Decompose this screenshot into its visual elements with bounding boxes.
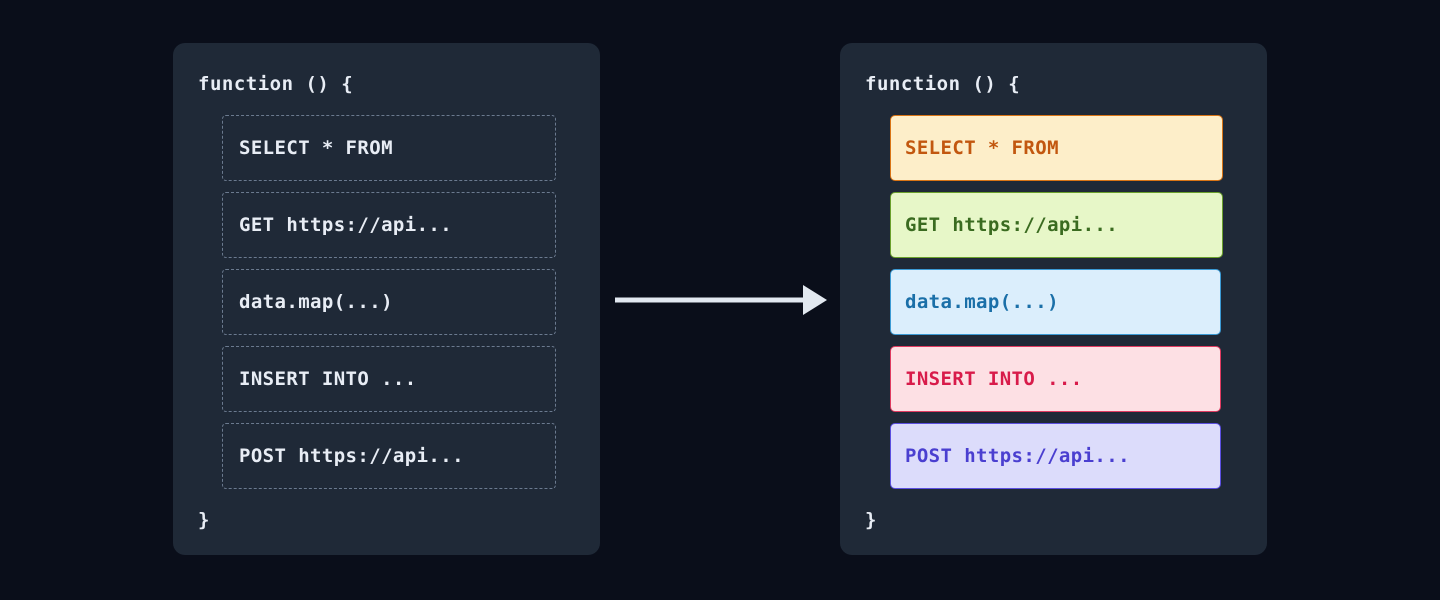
arrow-right-icon [613, 281, 829, 319]
code-line-plain[interactable]: data.map(...) [222, 269, 556, 335]
code-line-text: data.map(...) [239, 291, 393, 313]
code-line-highlighted-http-get[interactable]: GET https://api... [890, 192, 1223, 258]
code-line-text: GET https://api... [239, 214, 453, 236]
code-line-highlighted-http-post[interactable]: POST https://api... [890, 423, 1221, 489]
code-line-text: SELECT * FROM [905, 137, 1059, 159]
code-line-text: INSERT INTO ... [905, 368, 1083, 390]
function-open-line: function () { [865, 73, 1021, 95]
code-line-plain[interactable]: GET https://api... [222, 192, 556, 258]
function-open-line: function () { [198, 73, 354, 95]
code-line-highlighted-sql-select[interactable]: SELECT * FROM [890, 115, 1223, 181]
code-line-text: data.map(...) [905, 291, 1059, 313]
after-code-line-list: SELECT * FROM GET https://api... data.map(… [890, 115, 1223, 500]
function-close-line: } [198, 509, 210, 531]
before-code-line-list: SELECT * FROM GET https://api... data.map(… [222, 115, 556, 500]
function-close-line: } [865, 509, 877, 531]
code-line-text: SELECT * FROM [239, 137, 393, 159]
code-line-text: GET https://api... [905, 214, 1119, 236]
arrow-right-svg [615, 285, 827, 315]
before-panel: function () { SELECT * FROM GET https://a… [173, 43, 600, 555]
code-line-highlighted-sql-insert[interactable]: INSERT INTO ... [890, 346, 1221, 412]
after-panel: function () { SELECT * FROM GET https://a… [840, 43, 1267, 555]
code-line-text: POST https://api... [239, 445, 464, 467]
code-line-plain[interactable]: INSERT INTO ... [222, 346, 556, 412]
code-line-highlighted-js-map[interactable]: data.map(...) [890, 269, 1221, 335]
code-line-text: POST https://api... [905, 445, 1130, 467]
code-line-plain[interactable]: SELECT * FROM [222, 115, 556, 181]
code-line-plain[interactable]: POST https://api... [222, 423, 556, 489]
code-line-text: INSERT INTO ... [239, 368, 417, 390]
